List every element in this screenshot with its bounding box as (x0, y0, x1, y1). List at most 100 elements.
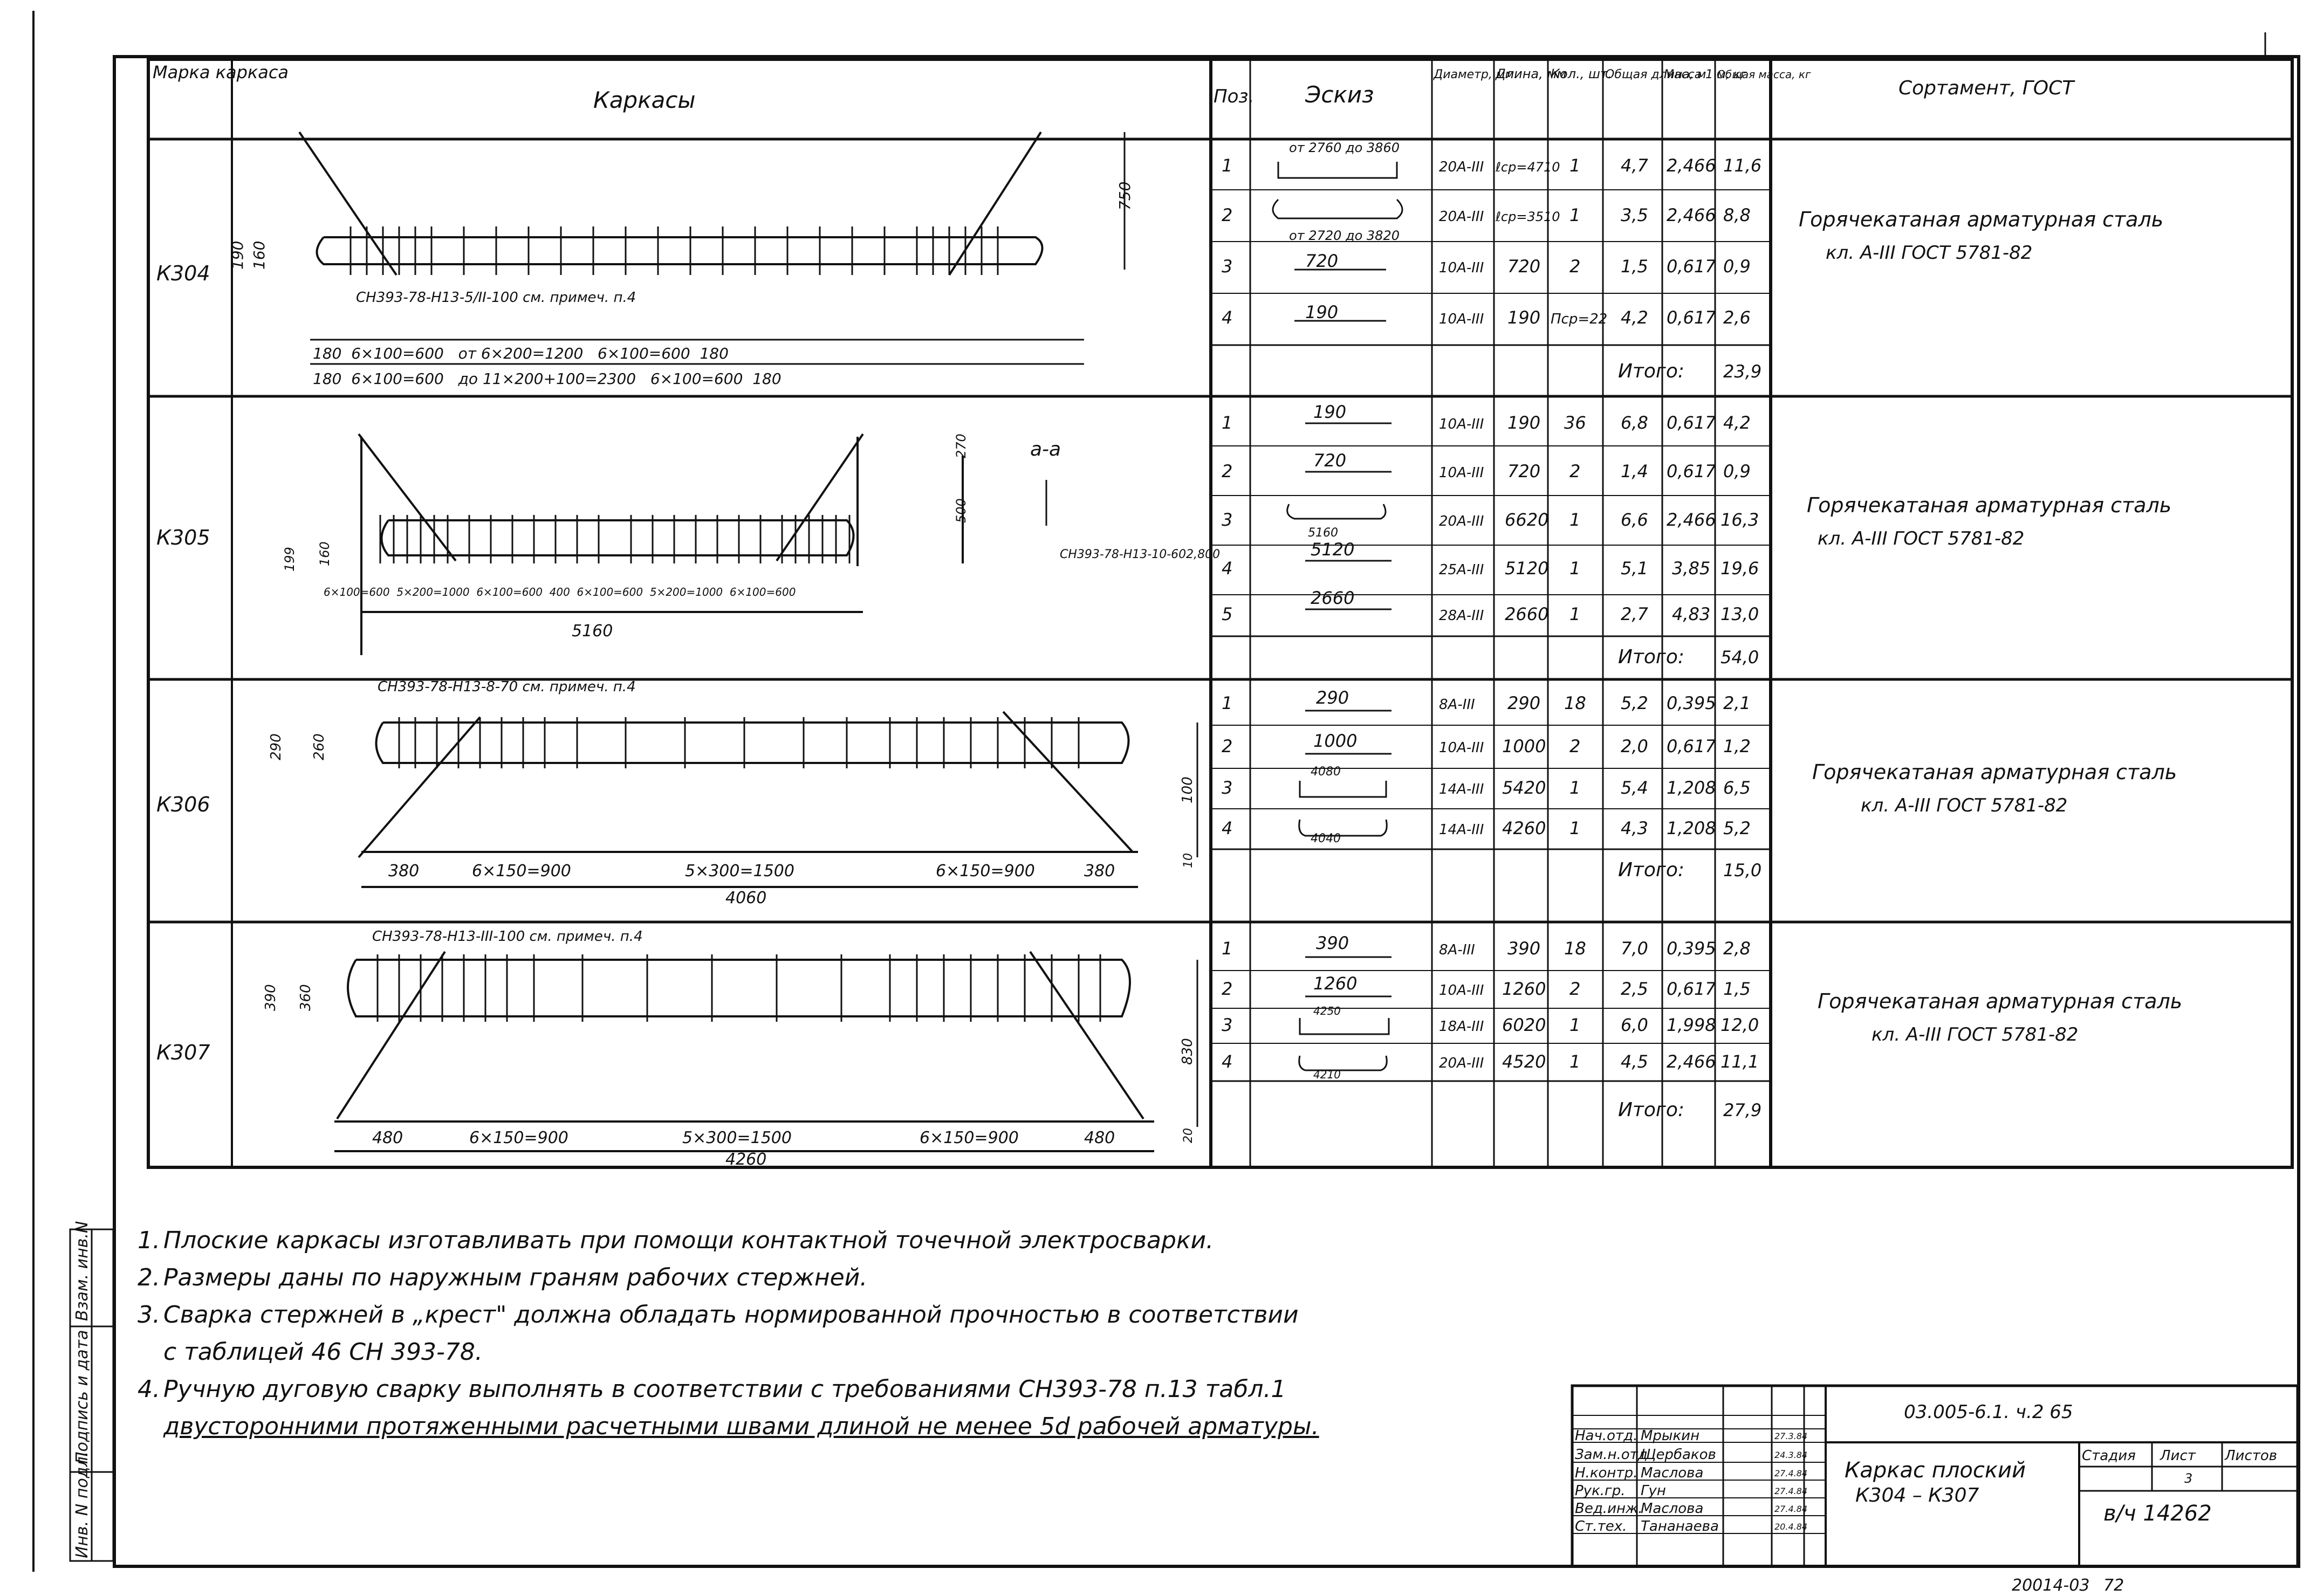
cell-tlen: 1,4 (1621, 461, 1648, 481)
dim-k305-total: 5160 (572, 622, 613, 641)
drawing-k305 (358, 433, 964, 655)
cell-qty: 1 (1569, 155, 1580, 176)
note-k305: СН393-78-Н13-10-602,800 (1060, 548, 1220, 561)
note-3: 3.Сварка стержней в „крест" должна облад… (138, 1301, 1324, 1329)
cell-mass: 11,6 (1723, 155, 1761, 176)
cell-qty: 1 (1569, 510, 1580, 530)
cell-diam: 20А-III (1439, 159, 1484, 175)
cell-diam: 14А-III (1439, 781, 1484, 797)
cell-mass: 1,2 (1723, 736, 1751, 756)
cell-m1: 0,395 (1667, 938, 1716, 959)
tb-role: Зам.н.отд (1575, 1447, 1648, 1463)
cell-m1: 3,85 (1672, 558, 1710, 579)
cell-sketch: 290 (1316, 687, 1349, 708)
dim-k305-1: 6×100=600 5×200=1000 6×100=600 400 6×100… (324, 586, 796, 598)
tb-name: Тананаева (1641, 1518, 1719, 1535)
side-stamp-inv: Инв. N подл. (73, 1451, 92, 1558)
dim-k307-h3: 830 (1180, 1038, 1196, 1065)
cell-diam: 20А-III (1439, 209, 1484, 225)
cell-pos: 2 (1222, 979, 1232, 999)
tb-name: Гун (1641, 1483, 1666, 1499)
tb-sheets-label: Листов (2224, 1448, 2277, 1464)
cell-tlen: 3,5 (1621, 205, 1648, 225)
cell-mass: 19,6 (1720, 558, 1759, 579)
tb-role: Ст.тех. (1575, 1518, 1627, 1535)
cell-qty: 1 (1569, 604, 1580, 624)
cell-mass: 1,5 (1723, 979, 1751, 999)
dim-k307-a: 480 (372, 1129, 403, 1147)
cell-len: ℓср=3510 (1495, 209, 1560, 224)
note-text: Плоские каркасы изготавливать при помощи… (163, 1227, 1214, 1254)
cell-diam: 8А-III (1439, 942, 1475, 958)
title-block-grid (1571, 1384, 2299, 1568)
cell-diam: 14А-III (1439, 822, 1484, 838)
dim-k307-e: 480 (1084, 1129, 1115, 1147)
dim-k306-h4: 10 (1182, 853, 1195, 868)
cell-m1: 0,617 (1667, 412, 1716, 433)
cell-sketch: от 2760 до 3860 (1289, 140, 1400, 155)
note-num: 1. (138, 1227, 160, 1254)
cell-diam: 28А-III (1439, 608, 1484, 624)
dim-k306-c: 5×300=1500 (685, 862, 794, 880)
cell-len: ℓср=4710 (1495, 160, 1560, 175)
cell-len: 1260 (1502, 979, 1546, 999)
cell-tlen: 6,0 (1621, 1015, 1648, 1035)
cell-len: 190 (1507, 412, 1540, 433)
cell-len: 6620 (1505, 510, 1548, 530)
drawing-k305-bars (379, 480, 1047, 563)
assortment-line1: Горячекатаная арматурная сталь (1812, 760, 2177, 784)
dim-k307-h1: 390 (263, 984, 279, 1011)
cell-pos: 2 (1222, 205, 1232, 225)
cell-len: 6020 (1502, 1015, 1546, 1035)
tb-bottom-no: 72 (2103, 1576, 2124, 1595)
cell-m1: 0,617 (1667, 736, 1716, 756)
cell-pos: 1 (1222, 155, 1232, 176)
cell-pos: 4 (1222, 818, 1232, 838)
cell-tlen: 1,5 (1621, 256, 1648, 277)
sketches-k304 (1272, 162, 1403, 322)
cell-pos: 1 (1222, 412, 1232, 433)
cell-tlen: 5,2 (1621, 693, 1648, 713)
dim-k307-c: 5×300=1500 (682, 1129, 792, 1147)
tb-date: 27.4.84 (1774, 1486, 1807, 1496)
cell-diam: 10А-III (1439, 982, 1484, 999)
main-table-grid (147, 58, 2294, 1169)
cell-pos: 4 (1222, 558, 1232, 579)
cell-sketch: 1000 (1313, 731, 1357, 751)
cell-m1: 0,395 (1667, 693, 1716, 713)
tb-name: Маслова (1641, 1501, 1703, 1517)
cell-tlen: 6,8 (1621, 412, 1648, 433)
tb-name: Щербаков (1641, 1447, 1716, 1463)
tb-title-2: К304 – К307 (1855, 1484, 1979, 1506)
cell-m1: 0,617 (1667, 256, 1716, 277)
cell-mass: 8,8 (1723, 205, 1751, 225)
dim-k304-h1: 190 (229, 241, 246, 270)
cell-len: 4520 (1502, 1051, 1546, 1072)
cell-diam: 10А-III (1439, 465, 1484, 481)
cell-mass: 16,3 (1720, 510, 1759, 530)
tb-bottom-code: 20014-03 (2012, 1576, 2089, 1595)
tb-date: 27.4.84 (1774, 1504, 1807, 1514)
tb-role: Н.контр. (1575, 1465, 1637, 1481)
header-length: Длина, мм (1495, 66, 1567, 81)
cell-len: 190 (1507, 307, 1540, 328)
cell-mass: 6,5 (1723, 778, 1751, 798)
cell-diam: 8А-III (1439, 697, 1475, 713)
dim-k306-total: 4060 (725, 889, 766, 907)
cell-tlen: 2,5 (1621, 979, 1648, 999)
cell-len: 5120 (1505, 558, 1548, 579)
assortment-line1: Горячекатаная арматурная сталь (1799, 208, 2163, 231)
side-stamp (69, 1228, 114, 1562)
cell-sketch: 2660 (1311, 588, 1354, 608)
cell-mass: 0,9 (1723, 461, 1751, 481)
dim-k306-h1: 290 (268, 733, 284, 760)
cell-sketch: от 2720 до 3820 (1289, 228, 1400, 243)
cell-pos: 2 (1222, 736, 1232, 756)
note-k304: СН393-78-Н13-5/II-100 см. примеч. п.4 (356, 290, 636, 306)
sketches-k306 (1298, 710, 1392, 837)
dim-k304-2: 180 6×100=600 до 11×200+100=2300 6×100=6… (313, 370, 782, 388)
side-stamp-sign: Подпись и дата (73, 1330, 92, 1464)
cell-len: 290 (1507, 693, 1540, 713)
cell-mass: 2,8 (1723, 938, 1751, 959)
note-num: 4. (138, 1375, 160, 1403)
